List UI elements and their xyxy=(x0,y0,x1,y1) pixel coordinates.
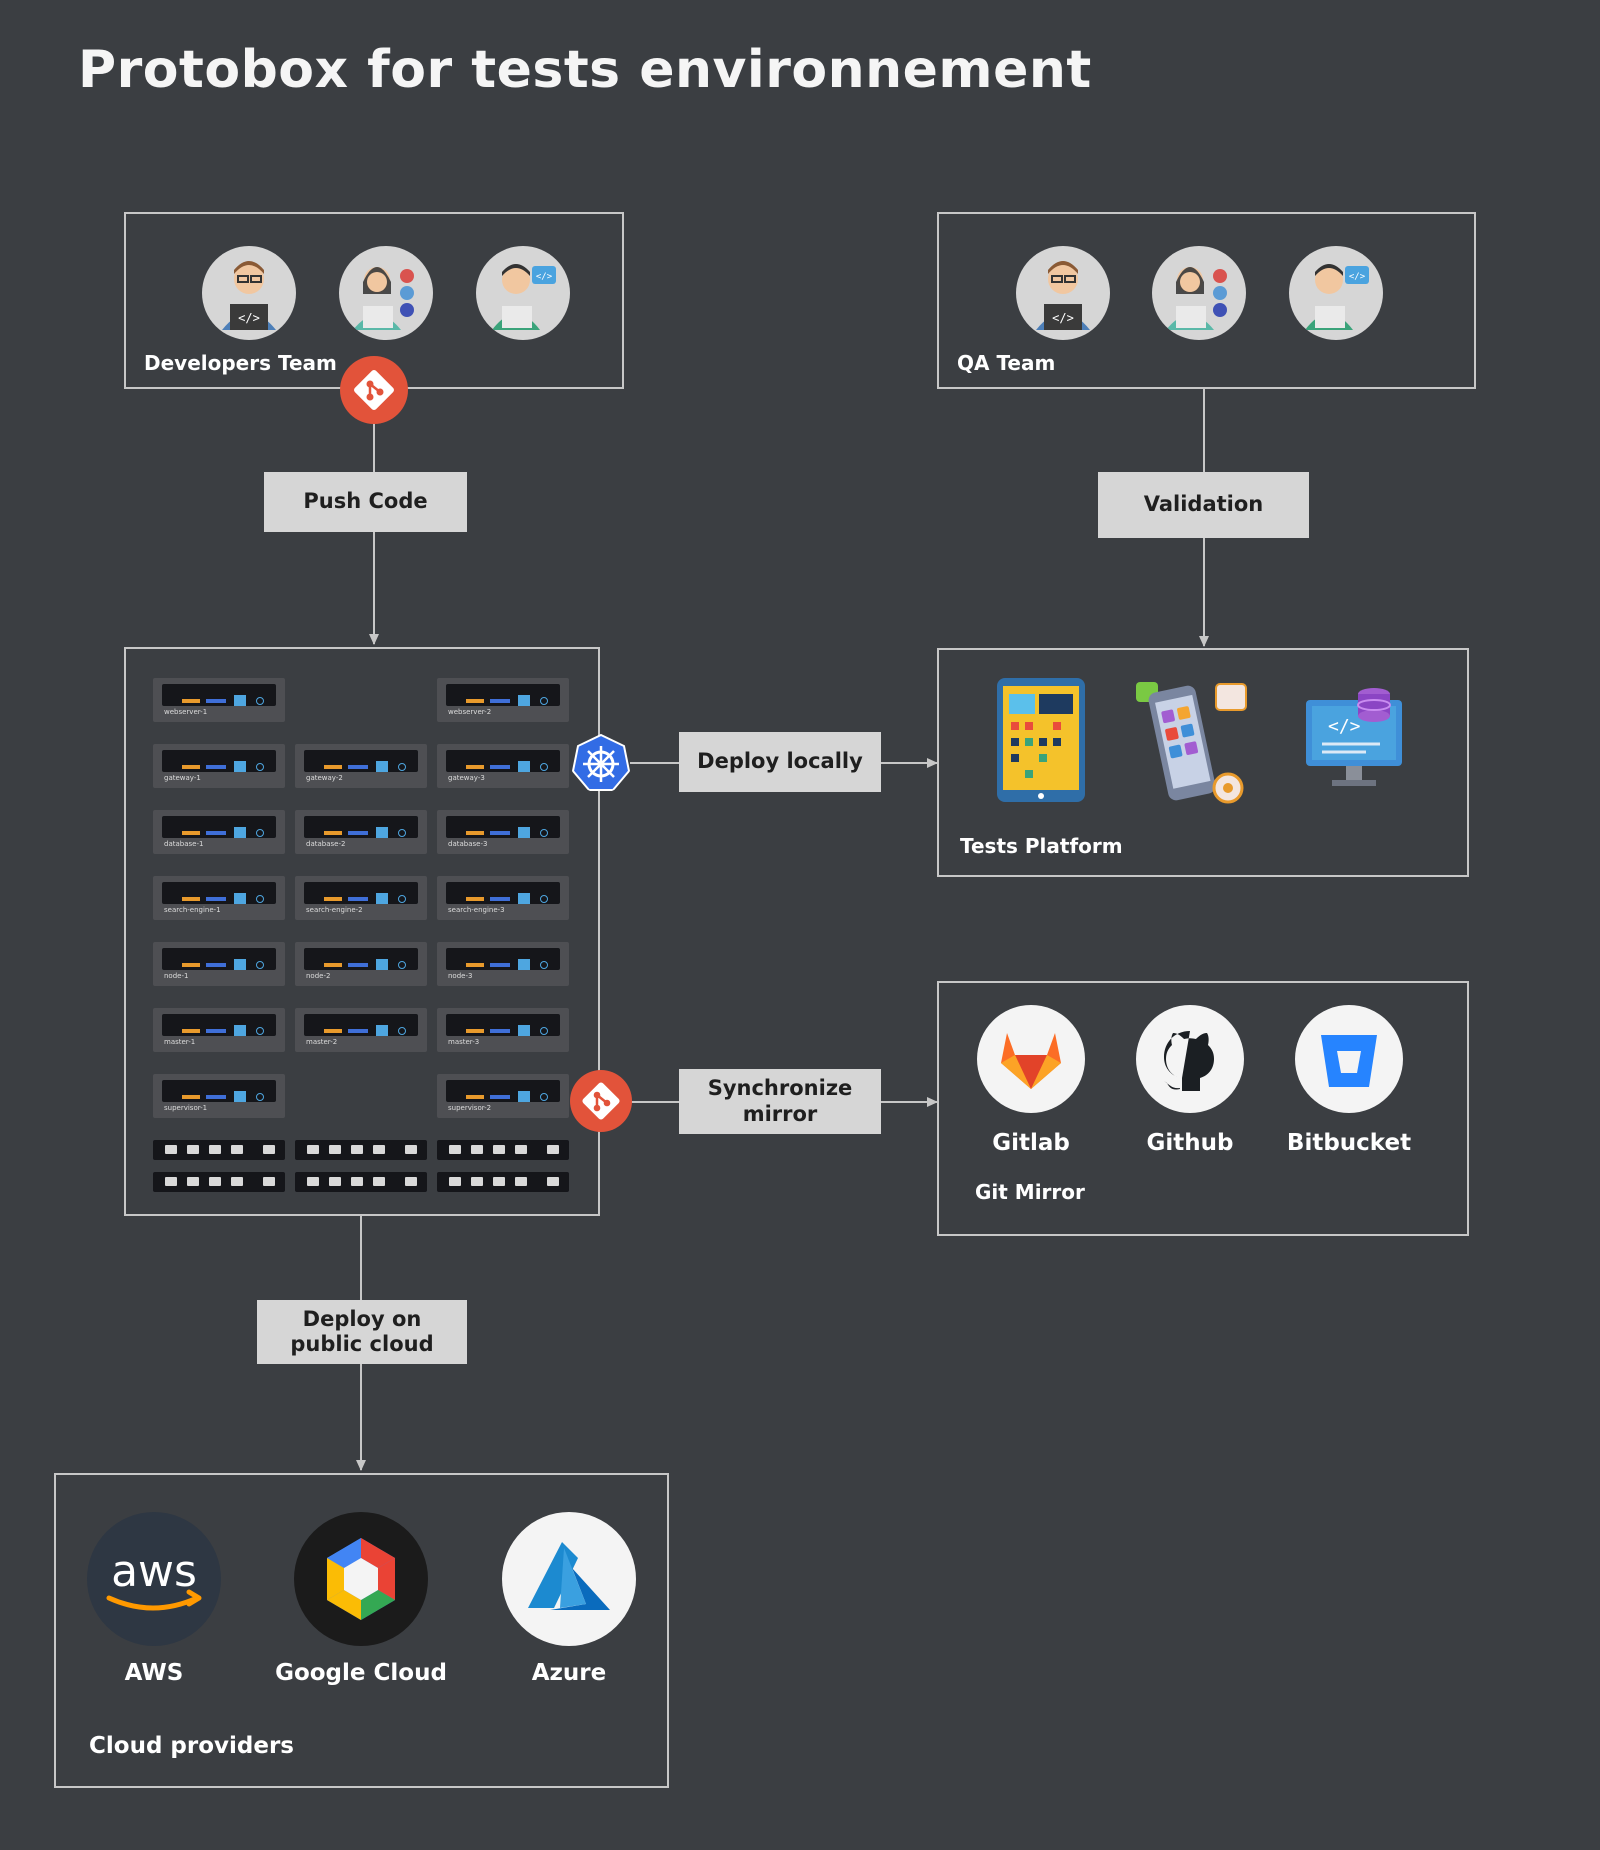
svg-text:</>: </> xyxy=(1328,716,1361,737)
aws-icon: aws xyxy=(87,1512,221,1646)
svg-text:</>: </> xyxy=(1349,272,1366,282)
qa-avatar-icon: </> xyxy=(1016,246,1110,340)
tests-platform-box xyxy=(937,648,1469,877)
cloud-providers-caption: Cloud providers xyxy=(89,1733,294,1759)
patch-panel xyxy=(437,1140,569,1160)
server-rack-label: supervisor-2 xyxy=(448,1104,492,1112)
google-cloud-icon xyxy=(294,1512,428,1646)
deploy-locally-step: Deploy locally xyxy=(679,732,881,792)
server-rack-label: node-3 xyxy=(448,972,473,980)
server-rack-label: gateway-3 xyxy=(448,774,485,782)
server-rack: master-3 xyxy=(437,1008,569,1052)
google-cloud-label: Google Cloud xyxy=(275,1660,447,1686)
git-mirror-box xyxy=(937,981,1469,1236)
mobile-apps-icon xyxy=(1132,674,1250,806)
server-rack: master-2 xyxy=(295,1008,427,1052)
github-label: Github xyxy=(1146,1130,1234,1156)
server-rack: database-1 xyxy=(153,810,285,854)
git-icon xyxy=(570,1070,632,1132)
patch-panel xyxy=(295,1172,427,1192)
server-rack: supervisor-1 xyxy=(153,1074,285,1118)
server-rack-label: search-engine-1 xyxy=(164,906,221,914)
server-rack-label: database-1 xyxy=(164,840,204,848)
bitbucket-label: Bitbucket xyxy=(1286,1130,1412,1156)
azure-icon xyxy=(502,1512,636,1646)
page-title: Protobox for tests environnement xyxy=(78,40,1092,100)
server-rack: supervisor-2 xyxy=(437,1074,569,1118)
kubernetes-icon xyxy=(571,733,631,793)
patch-panel xyxy=(295,1140,427,1160)
server-rack: search-engine-3 xyxy=(437,876,569,920)
server-rack: search-engine-2 xyxy=(295,876,427,920)
svg-text:</>: </> xyxy=(238,311,260,325)
server-rack: master-1 xyxy=(153,1008,285,1052)
server-rack: gateway-3 xyxy=(437,744,569,788)
server-rack-label: database-3 xyxy=(448,840,488,848)
server-rack: search-engine-1 xyxy=(153,876,285,920)
server-rack-label: database-2 xyxy=(306,840,346,848)
push-code-step: Push Code xyxy=(264,472,467,532)
server-rack-label: webserver-1 xyxy=(164,708,208,716)
azure-label: Azure xyxy=(531,1660,607,1686)
server-cluster-box xyxy=(124,647,600,1216)
server-rack-label: node-1 xyxy=(164,972,189,980)
deploy-public-cloud-step: Deploy on public cloud xyxy=(257,1300,467,1364)
server-rack-label: master-2 xyxy=(306,1038,338,1046)
synchronize-mirror-step: Synchronize mirror xyxy=(679,1069,881,1134)
aws-label: AWS xyxy=(124,1660,184,1686)
monitor-code-database-icon: </> xyxy=(1302,684,1410,794)
server-rack: gateway-1 xyxy=(153,744,285,788)
patch-panel xyxy=(153,1172,285,1192)
developer-avatar-icon: </> xyxy=(202,246,296,340)
developers-team-caption: Developers Team xyxy=(144,351,337,375)
qa-avatar-icon xyxy=(1152,246,1246,340)
tests-platform-caption: Tests Platform xyxy=(960,834,1123,858)
patch-panel xyxy=(437,1172,569,1192)
server-rack: webserver-1 xyxy=(153,678,285,722)
server-rack: gateway-2 xyxy=(295,744,427,788)
server-rack-label: node-2 xyxy=(306,972,331,980)
patch-panel xyxy=(153,1140,285,1160)
server-rack-label: search-engine-3 xyxy=(448,906,505,914)
server-rack: node-2 xyxy=(295,942,427,986)
github-icon xyxy=(1136,1005,1244,1113)
gitlab-icon xyxy=(977,1005,1085,1113)
server-rack: database-3 xyxy=(437,810,569,854)
server-rack-label: supervisor-1 xyxy=(164,1104,208,1112)
qa-team-caption: QA Team xyxy=(957,351,1056,375)
qa-team-box xyxy=(937,212,1476,389)
server-rack-label: master-1 xyxy=(164,1038,196,1046)
server-rack-label: master-3 xyxy=(448,1038,480,1046)
developer-avatar-icon: </> xyxy=(476,246,570,340)
git-mirror-caption: Git Mirror xyxy=(975,1180,1085,1204)
validation-step: Validation xyxy=(1098,472,1309,538)
svg-text:</>: </> xyxy=(536,272,553,282)
cloud-providers-box xyxy=(54,1473,669,1788)
server-rack: webserver-2 xyxy=(437,678,569,722)
qa-avatar-icon: </> xyxy=(1289,246,1383,340)
bitbucket-icon xyxy=(1295,1005,1403,1113)
server-rack-label: gateway-2 xyxy=(306,774,343,782)
server-rack: node-1 xyxy=(153,942,285,986)
git-icon xyxy=(340,356,408,424)
svg-text:aws: aws xyxy=(111,1546,197,1597)
server-rack-label: gateway-1 xyxy=(164,774,201,782)
gitlab-label: Gitlab xyxy=(992,1130,1070,1156)
server-rack-label: webserver-2 xyxy=(448,708,492,716)
server-rack: node-3 xyxy=(437,942,569,986)
server-rack-label: search-engine-2 xyxy=(306,906,363,914)
server-rack: database-2 xyxy=(295,810,427,854)
tablet-app-icon xyxy=(995,676,1087,804)
svg-text:</>: </> xyxy=(1052,311,1074,325)
developer-avatar-icon xyxy=(339,246,433,340)
